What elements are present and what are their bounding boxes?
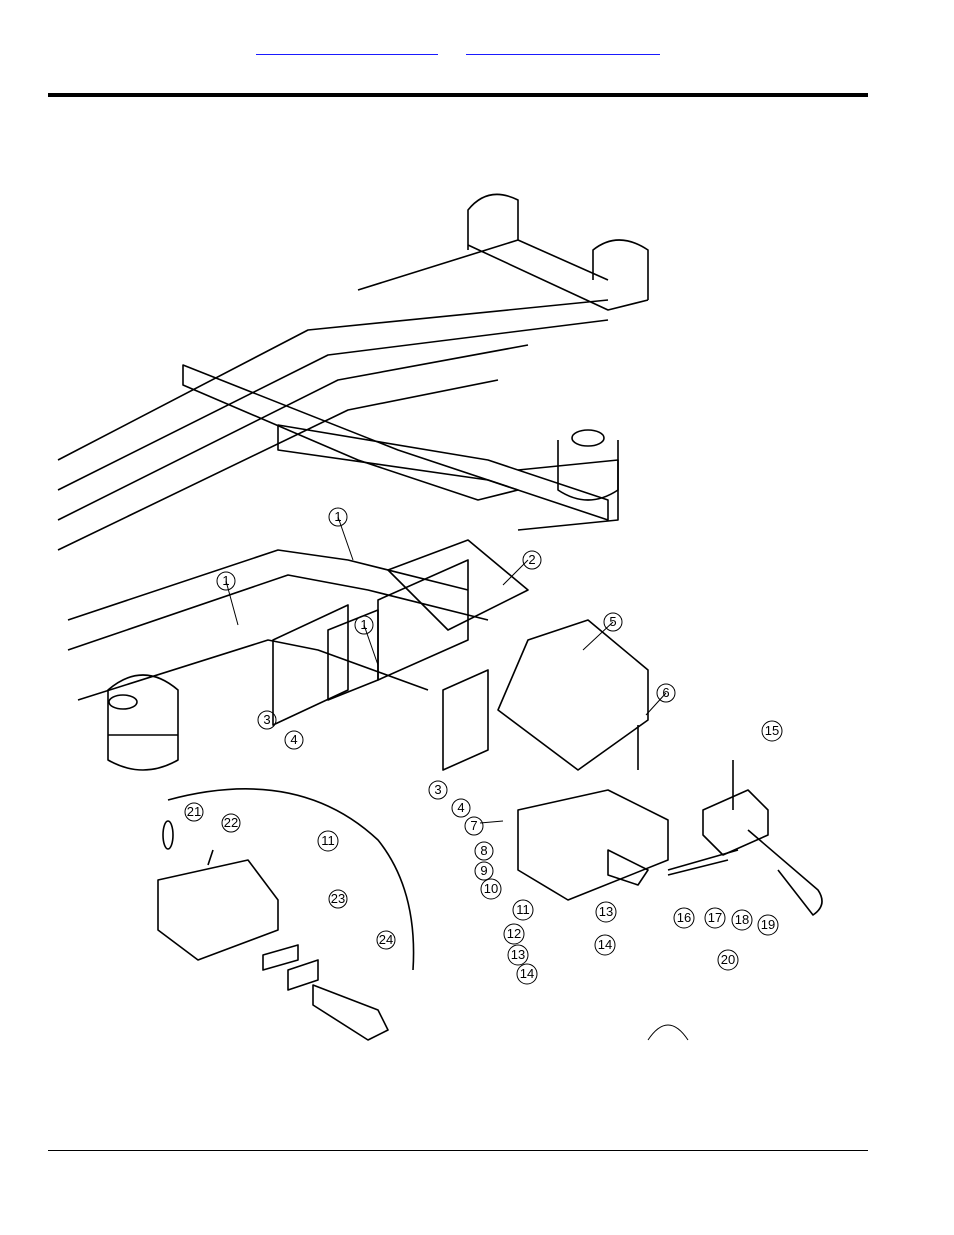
callout-12: 12 — [503, 923, 525, 945]
callout-20-label: 20 — [721, 952, 735, 967]
header-link-2[interactable] — [466, 38, 660, 55]
callout-15-label: 15 — [765, 723, 779, 738]
parts-diagram: 1 1 1 2 3 3 4 4 5 6 7 8 9 10 11 11 12 13… — [57, 193, 823, 1041]
callout-7-label: 7 — [470, 818, 477, 833]
footer-rule — [48, 1150, 868, 1151]
callout-3a-label: 3 — [263, 712, 270, 727]
callout-16-label: 16 — [677, 910, 691, 925]
callout-22-label: 22 — [224, 815, 238, 830]
callout-4a-label: 4 — [290, 732, 297, 747]
callout-23: 23 — [328, 889, 348, 909]
callout-22: 22 — [221, 813, 241, 833]
callout-5-label: 5 — [609, 614, 616, 629]
callout-13a-label: 13 — [511, 947, 525, 962]
callout-14a: 14 — [516, 963, 538, 985]
callout-16: 16 — [673, 907, 695, 929]
callout-1a: 1 — [328, 507, 348, 527]
callout-17: 17 — [704, 907, 726, 929]
callout-14b: 14 — [594, 934, 616, 956]
callout-19: 19 — [757, 914, 779, 936]
callout-3b: 3 — [428, 780, 448, 800]
callout-17-label: 17 — [708, 910, 722, 925]
frame-linework — [57, 193, 823, 1041]
leader-lines — [225, 516, 689, 1041]
callout-1c: 1 — [354, 615, 374, 635]
header-rule — [48, 93, 868, 97]
callout-13b-label: 13 — [599, 904, 613, 919]
callout-1a-label: 1 — [334, 509, 341, 524]
callout-13b: 13 — [595, 901, 617, 923]
callout-14a-label: 14 — [520, 966, 534, 981]
callout-1b: 1 — [216, 571, 236, 591]
callout-9-label: 9 — [480, 863, 487, 878]
callout-4b-label: 4 — [457, 800, 464, 815]
callout-18-label: 18 — [735, 912, 749, 927]
callout-4b: 4 — [451, 798, 471, 818]
callout-7: 7 — [464, 816, 484, 836]
callout-6: 6 — [656, 683, 676, 703]
callout-11b: 11 — [512, 899, 534, 921]
callout-24-label: 24 — [379, 932, 393, 947]
part-callouts: 1 1 1 2 3 3 4 4 5 6 7 8 9 10 11 11 12 13… — [184, 507, 783, 985]
callout-2-label: 2 — [528, 552, 535, 567]
callout-3a: 3 — [257, 710, 277, 730]
callout-19-label: 19 — [761, 917, 775, 932]
callout-1c-label: 1 — [360, 617, 367, 632]
callout-11a-label: 11 — [321, 833, 335, 848]
callout-3b-label: 3 — [434, 782, 441, 797]
callout-21-label: 21 — [187, 804, 201, 819]
callout-6-label: 6 — [662, 685, 669, 700]
callout-10: 10 — [480, 878, 502, 900]
header-link-1[interactable] — [256, 38, 438, 55]
callout-13a: 13 — [507, 944, 529, 966]
callout-18: 18 — [731, 909, 753, 931]
callout-10-label: 10 — [484, 881, 498, 896]
callout-5: 5 — [603, 612, 623, 632]
callout-21: 21 — [184, 802, 204, 822]
callout-14b-label: 14 — [598, 937, 612, 952]
callout-24: 24 — [376, 930, 396, 950]
callout-4a: 4 — [284, 730, 304, 750]
callout-11b-label: 11 — [516, 902, 530, 917]
callout-1b-label: 1 — [222, 573, 229, 588]
callout-12-label: 12 — [507, 926, 521, 941]
callout-2: 2 — [522, 550, 542, 570]
callout-9: 9 — [474, 861, 494, 881]
callout-15: 15 — [761, 720, 783, 742]
callout-23-label: 23 — [331, 891, 345, 906]
callout-20: 20 — [717, 949, 739, 971]
callout-8-label: 8 — [480, 843, 487, 858]
callout-8: 8 — [474, 841, 494, 861]
callout-11a: 11 — [317, 830, 339, 852]
